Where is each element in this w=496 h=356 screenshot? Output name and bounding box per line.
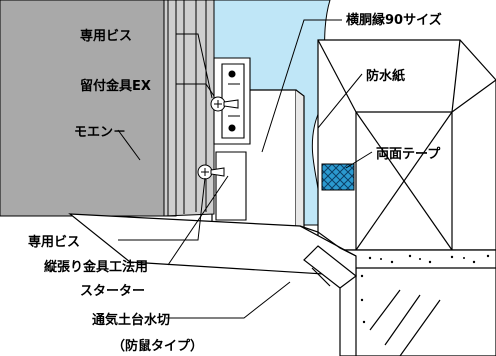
starter-clip (215, 151, 247, 221)
upper-screw-icon (210, 96, 239, 112)
label-starter-line1: 縦張り金具工法用 (44, 259, 148, 275)
label-drip-line1: 通気土台水切 (92, 312, 170, 328)
label-screw-bottom: 専用ビス (28, 234, 80, 250)
concrete-dots (360, 254, 490, 324)
label-drip-line2: （防鼠タイプ） (112, 338, 203, 354)
label-furring: 横胴縁90サイズ (346, 12, 442, 28)
siding-panel (0, 0, 215, 217)
lower-screw-icon (197, 164, 225, 180)
label-bracket-ex: 留付金具EX (80, 78, 151, 94)
leader-lines (117, 19, 373, 319)
label-moen: モエン－ (74, 125, 126, 140)
wall-frame (317, 39, 496, 251)
foundation (339, 249, 496, 356)
label-waterproof-paper: 防水紙 (366, 68, 405, 84)
label-starter-line2: スターター (80, 284, 145, 299)
label-double-tape: 両面テープ (376, 147, 441, 162)
double-tape (321, 163, 355, 191)
bracket-ex (213, 57, 251, 145)
drip-flashing (68, 213, 357, 289)
label-screw-top: 専用ビス (80, 28, 132, 44)
